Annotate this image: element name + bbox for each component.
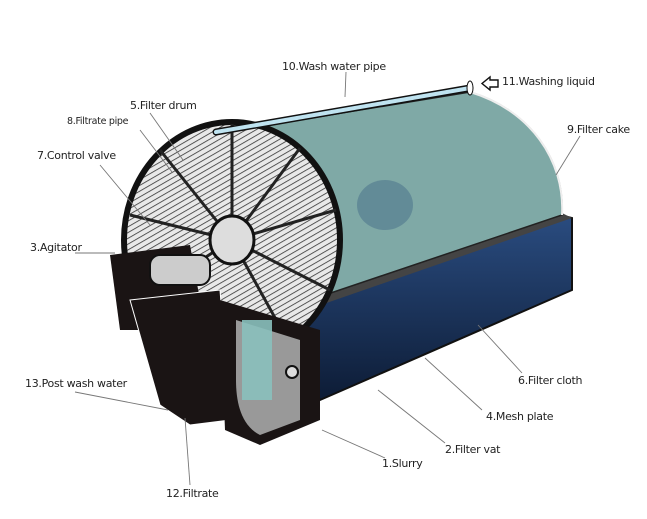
label-filtrate: 12.Filtrate xyxy=(166,487,219,500)
label-wash-water-pipe: 10.Wash water pipe xyxy=(282,60,386,73)
label-agitator: 3.Agitator xyxy=(30,241,82,254)
label-filter-drum: 5.Filter drum xyxy=(130,99,197,112)
leader-lines xyxy=(74,71,581,486)
label-slurry: 1.Slurry xyxy=(382,457,423,470)
vat-rim xyxy=(300,212,572,308)
label-post-wash-water: 13.Post wash water xyxy=(25,377,127,390)
label-washing-liquid: 11.Washing liquid xyxy=(502,75,595,88)
washing-liquid-arrow-icon xyxy=(480,75,499,92)
label-control-valve: 7.Control valve xyxy=(37,149,116,162)
label-filter-cake: 9.Filter cake xyxy=(567,123,630,136)
label-filtrate-pipe: 8.Filtrate pipe xyxy=(67,116,129,127)
label-mesh-plate: 4.Mesh plate xyxy=(486,410,554,423)
label-filter-vat: 2.Filter vat xyxy=(445,443,501,456)
label-filter-cloth: 6.Filter cloth xyxy=(518,374,583,387)
filtrate-outlet-box xyxy=(129,289,231,426)
